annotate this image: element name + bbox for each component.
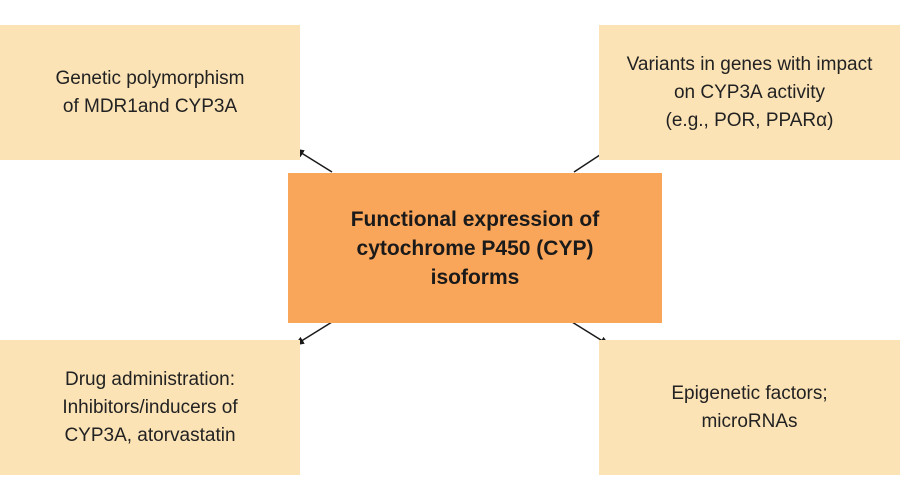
arrow-to-top-left	[294, 148, 333, 173]
gene-variants-text: Variants in genes with impact on CYP3A a…	[627, 51, 873, 135]
box-text-line: Inhibitors/inducers of	[62, 396, 238, 418]
box-text-line: isoforms	[430, 265, 520, 289]
gene-variants-box: Variants in genes with impact on CYP3A a…	[599, 25, 900, 160]
box-text-line: Epigenetic factors;	[671, 382, 828, 404]
box-text-line: on CYP3A activity	[673, 81, 826, 103]
box-text-line: Drug administration:	[64, 368, 235, 390]
functional-expression-box: Functional expression of cytochrome P450…	[288, 173, 662, 323]
genetic-polymorphism-box: Genetic polymorphism of MDR1and CYP3A	[0, 25, 300, 160]
box-text-line: of MDR1and CYP3A	[62, 95, 238, 117]
drug-administration-text: Drug administration: Inhibitors/inducers…	[62, 366, 237, 450]
box-text-line: cytochrome P450 (CYP)	[356, 236, 594, 260]
epigenetic-factors-text: Epigenetic factors; microRNAs	[671, 380, 827, 436]
box-text-line: CYP3A, atorvastatin	[64, 424, 236, 446]
arrow-to-bottom-left	[294, 321, 333, 346]
epigenetic-factors-box: Epigenetic factors; microRNAs	[599, 340, 900, 475]
box-text-line: microRNAs	[701, 410, 798, 432]
drug-administration-box: Drug administration: Inhibitors/inducers…	[0, 340, 300, 475]
box-text-line: Variants in genes with impact	[626, 53, 873, 75]
genetic-polymorphism-text: Genetic polymorphism of MDR1and CYP3A	[55, 65, 244, 121]
box-text-line: Functional expression of	[350, 207, 600, 231]
box-text-line: (e.g., POR, PPARα)	[665, 109, 834, 131]
box-text-line: Genetic polymorphism	[55, 67, 245, 89]
functional-expression-text: Functional expression of cytochrome P450…	[351, 205, 600, 292]
